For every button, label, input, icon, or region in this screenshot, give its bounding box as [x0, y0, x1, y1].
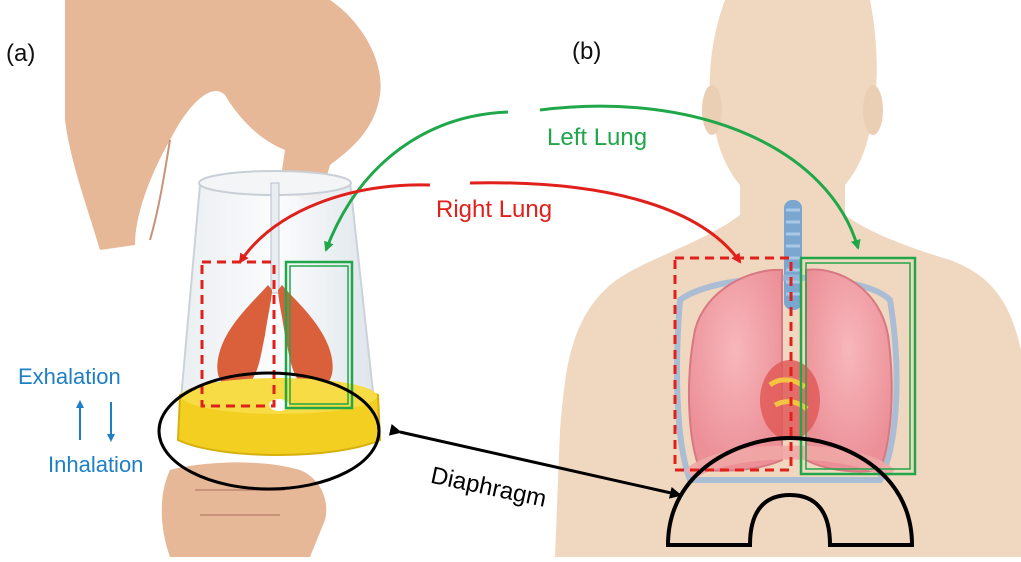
exhalation-label: Exhalation: [18, 364, 121, 390]
inhalation-label: Inhalation: [48, 452, 143, 478]
human-torso-illustration: [555, 0, 1021, 557]
head-shape: [710, 0, 877, 230]
ear-left: [702, 85, 722, 135]
jar-tube: [271, 183, 279, 293]
left-lung-label: Left Lung: [547, 124, 647, 152]
panel-b-label: (b): [572, 38, 601, 66]
panel-a-label: (a): [6, 40, 35, 68]
lower-hand: [162, 462, 327, 557]
ear-right: [863, 85, 883, 135]
right-lung-label: Right Lung: [436, 196, 552, 224]
